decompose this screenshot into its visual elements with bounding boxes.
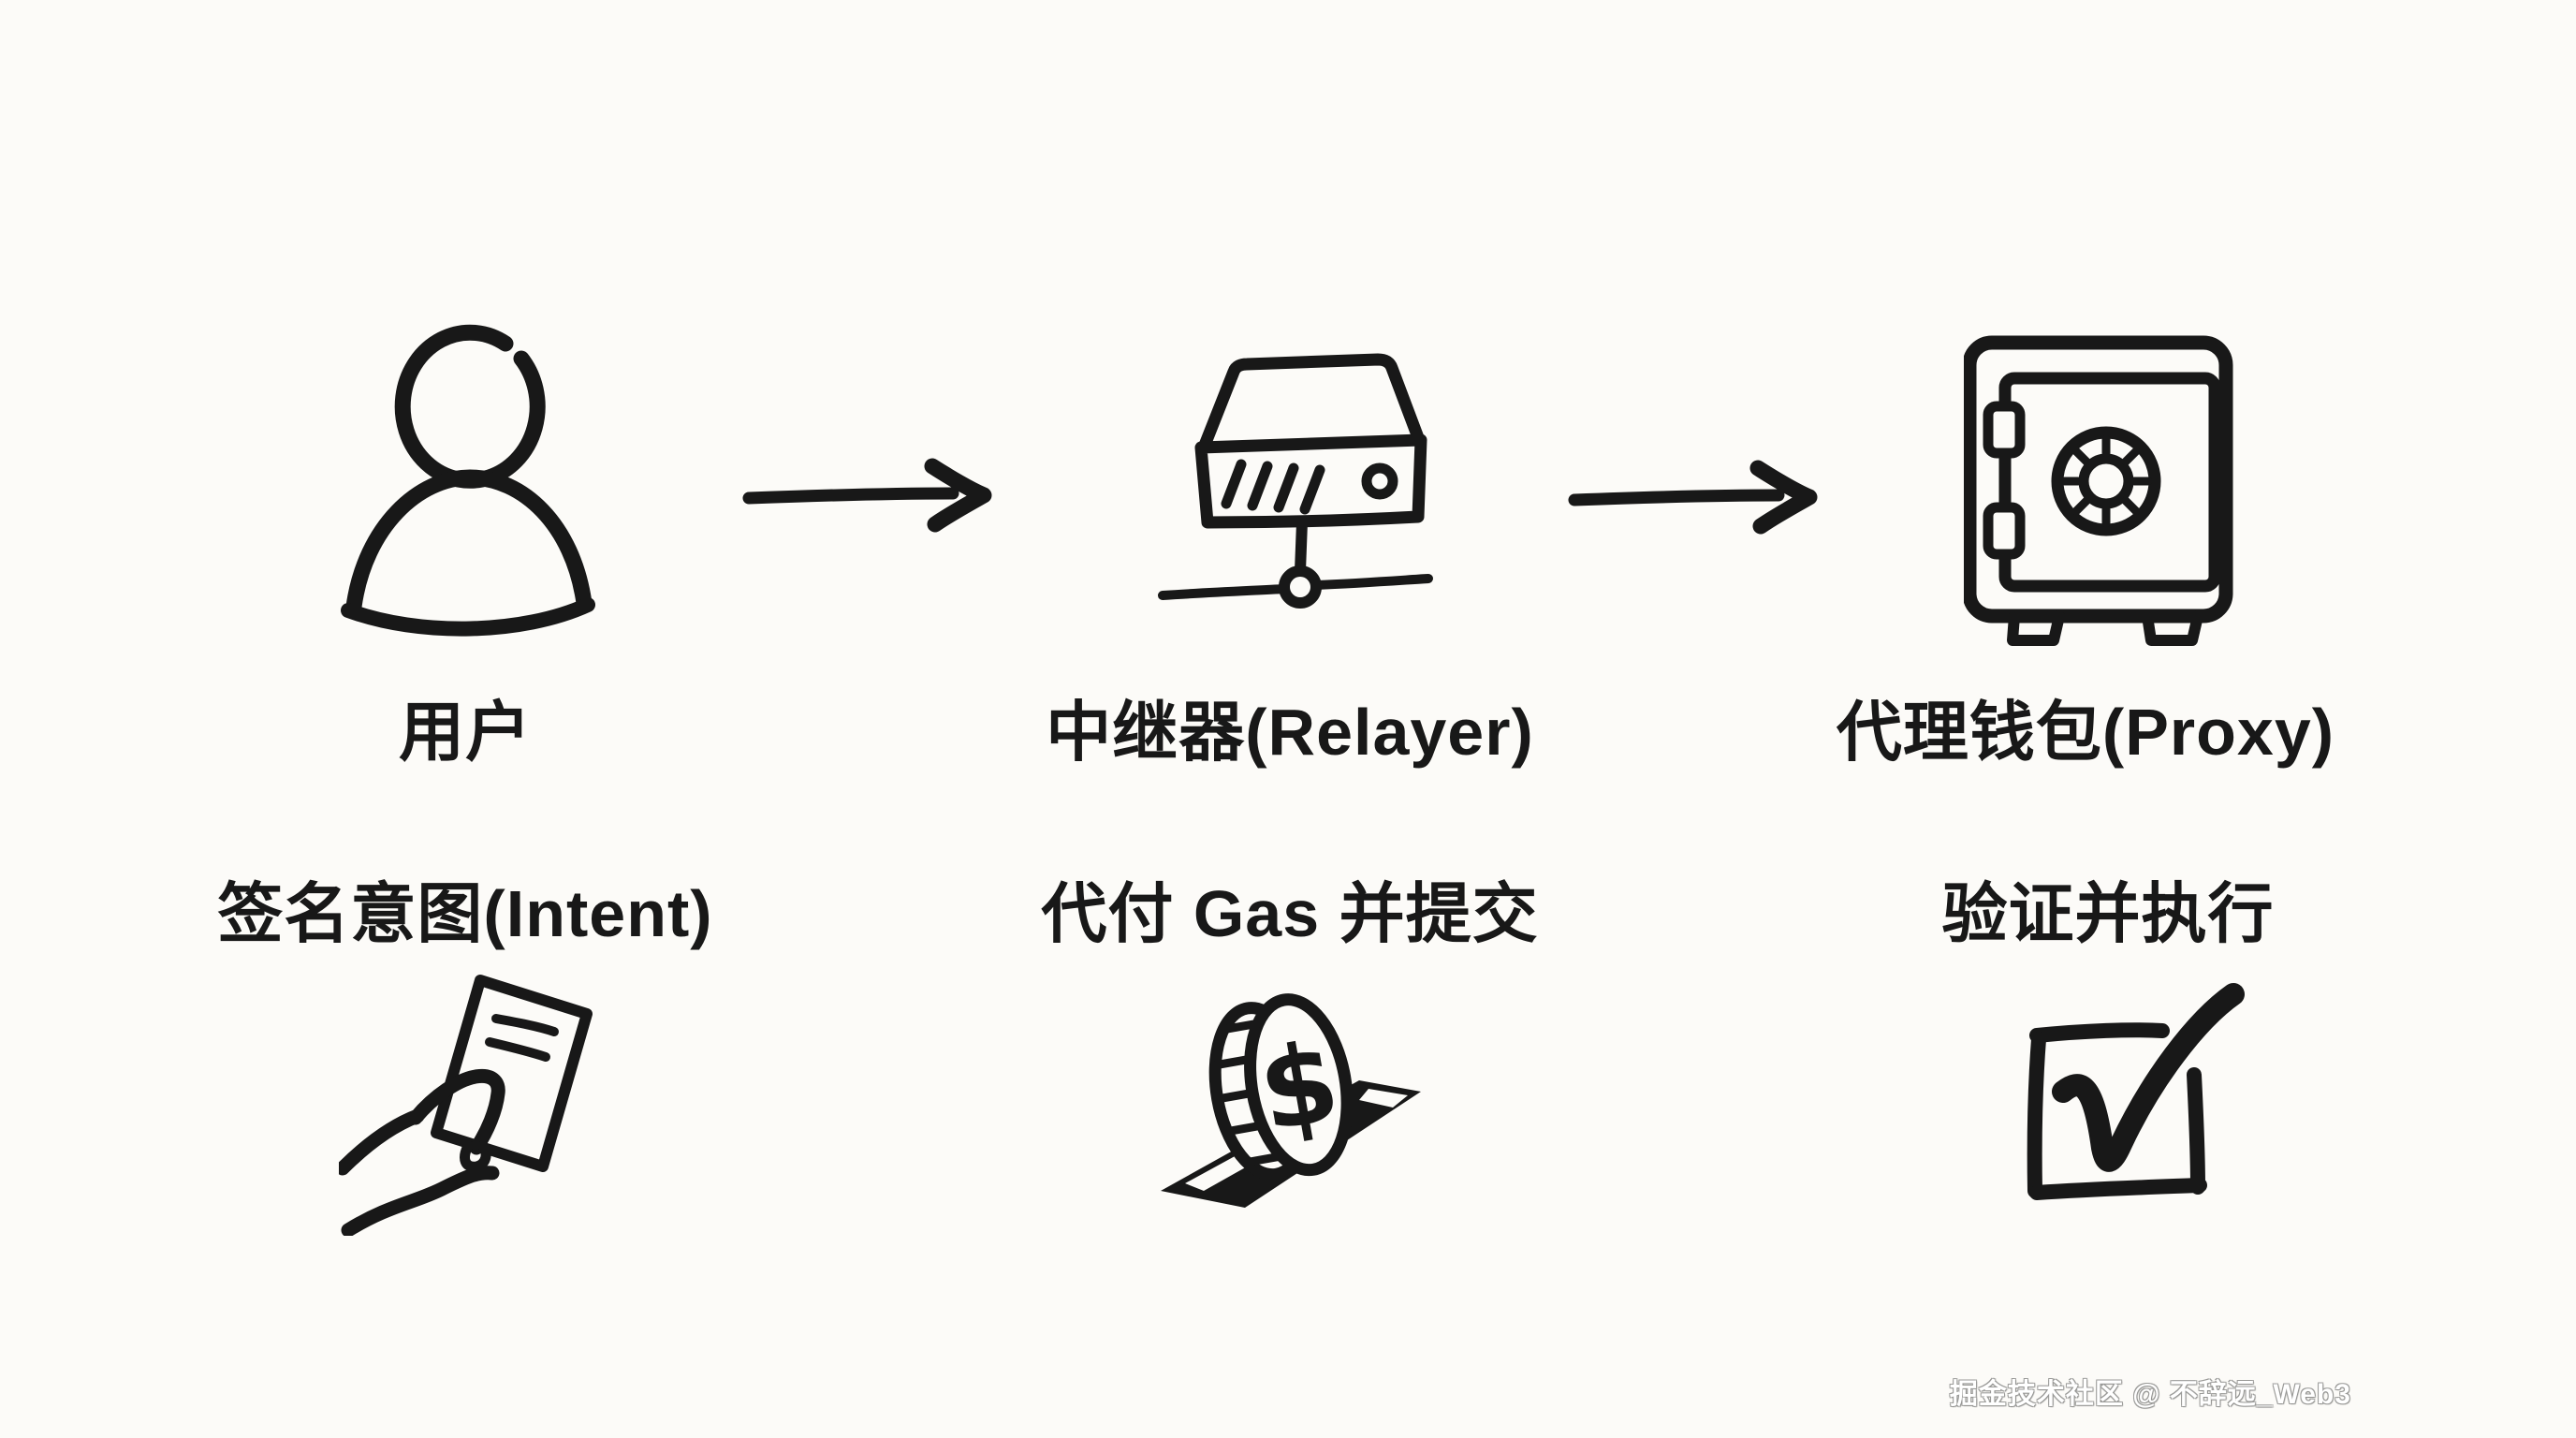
relayer-server-icon [1158,353,1433,609]
step-title-proxy: 代理钱包(Proxy) [1836,696,2335,769]
watermark: 掘金技术社区 @ 不辞远_Web3 [1949,1379,2351,1410]
arrow-right-icon [742,458,992,533]
step-subtitle-relayer: 代付 Gas 并提交 [1041,877,1539,950]
person-icon [341,324,595,637]
step-title-user: 用户 [399,696,532,769]
checkmark-checkbox-icon [2027,983,2245,1200]
proxy-safe-icon [1964,335,2233,646]
arrow-right-icon [1568,460,1818,535]
coin-into-slot-icon: $ [1161,993,1421,1208]
step-title-relayer: 中继器(Relayer) [1046,696,1534,769]
step-subtitle-user: 签名意图(Intent) [217,877,713,950]
step-subtitle-proxy: 验证并执行 [1941,877,2275,950]
hand-signing-document-icon [339,975,593,1236]
